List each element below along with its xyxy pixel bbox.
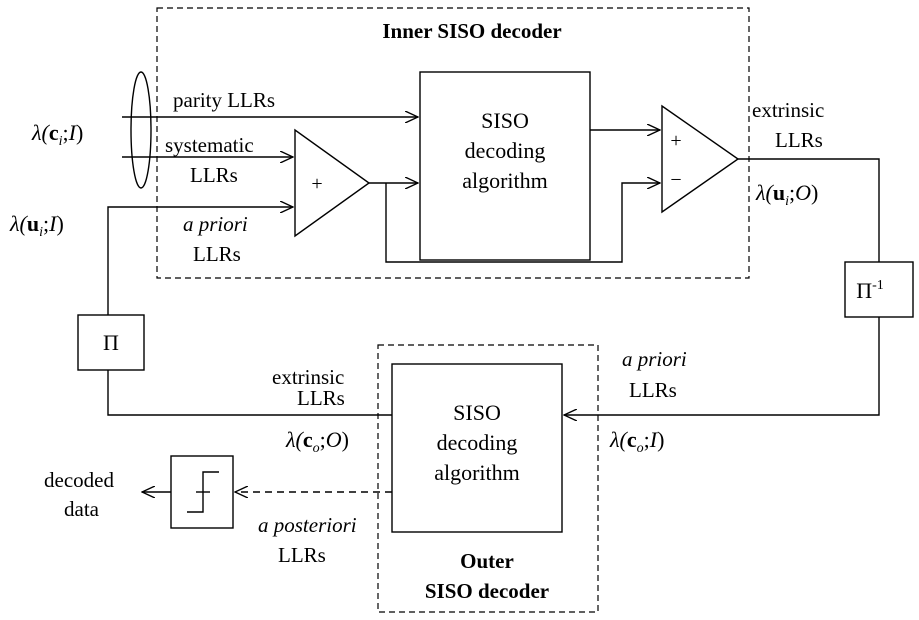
- outer-siso-line2: decoding: [437, 430, 518, 455]
- extrinsic-outer-line: [107, 370, 392, 416]
- deinterleaver-symbol: Π-1: [856, 278, 884, 303]
- apriori-outer-arrow: [564, 317, 880, 415]
- extrinsic-out-label-line1: extrinsic: [752, 98, 824, 122]
- apriori-in-label-line2: LLRs: [193, 242, 241, 266]
- outer-siso-block: [391, 363, 563, 533]
- adder-bypass-arrow: [385, 183, 660, 263]
- subtractor-triangle: [661, 104, 740, 214]
- channel-input-ellipse: [130, 71, 152, 189]
- apriori-out-label-line1: a priori: [622, 347, 687, 371]
- apriori-out-label-line2: LLRs: [629, 378, 677, 402]
- lambda-ui-output: λ(ui;O): [755, 180, 818, 209]
- subtractor-minus-sign: −: [670, 169, 681, 191]
- extrinsic-in-label-line1: extrinsic: [272, 365, 344, 389]
- decoded-label-line2: data: [64, 497, 100, 521]
- inner-siso-block: [419, 71, 591, 261]
- adder-triangle: [294, 128, 371, 238]
- lambda-ui-input: λ(ui;I): [9, 211, 64, 240]
- adder-plus-sign: +: [311, 173, 322, 195]
- lambda-co-input: λ(co;I): [609, 427, 664, 456]
- inner-decoder-region: [156, 7, 750, 279]
- extrinsic-in-label-line2: LLRs: [297, 386, 345, 410]
- decoded-label-line1: decoded: [44, 468, 114, 492]
- outer-decoder-title-line1: Outer: [460, 549, 514, 573]
- inner-siso-line1: SISO: [481, 108, 529, 133]
- systematic-label-line2: LLRs: [190, 163, 238, 187]
- lambda-co-output: λ(co;O): [285, 427, 349, 456]
- apriori-in-label-line1: a priori: [183, 212, 248, 236]
- parity-llrs-label: parity LLRs: [173, 88, 275, 112]
- aposteriori-label-line1: a posteriori: [258, 513, 357, 537]
- lambda-ci-input: λ(ci;I): [31, 120, 83, 149]
- outer-siso-line1: SISO: [453, 400, 501, 425]
- apriori-input-arrow: [107, 207, 293, 315]
- interleaver-symbol: Π: [103, 330, 119, 355]
- inner-siso-line2: decoding: [465, 138, 546, 163]
- extrinsic-out-label-line2: LLRs: [775, 128, 823, 152]
- inner-decoder-title: Inner SISO decoder: [382, 19, 561, 43]
- subtractor-plus-sign: +: [670, 130, 681, 152]
- outer-decoder-region: [377, 344, 599, 613]
- inner-siso-line3: algorithm: [462, 168, 548, 193]
- interleaver-box: [77, 314, 145, 371]
- outer-siso-line3: algorithm: [434, 460, 520, 485]
- extrinsic-output-line: [738, 158, 880, 262]
- aposteriori-label-line2: LLRs: [278, 543, 326, 567]
- systematic-label-line1: systematic: [165, 133, 254, 157]
- outer-decoder-title-line2: SISO decoder: [425, 579, 549, 603]
